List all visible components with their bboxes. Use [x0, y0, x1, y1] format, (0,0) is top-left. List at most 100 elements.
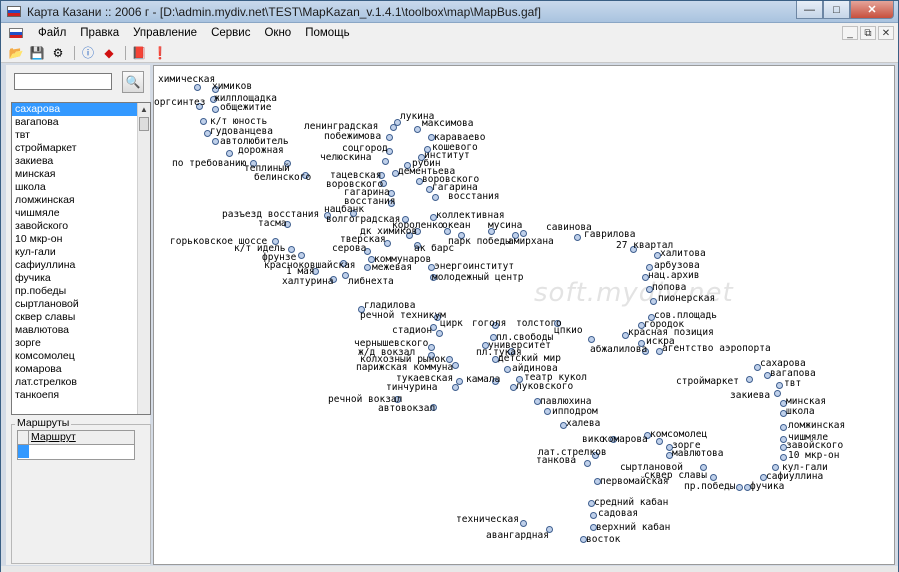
stop-label[interactable]: камала [466, 374, 501, 385]
stop-label[interactable]: арбузова [654, 260, 700, 271]
stop-label[interactable]: агентство аэропорта [662, 343, 771, 354]
stop-label[interactable]: кошевого [432, 142, 478, 153]
stop-marker-icon[interactable] [200, 118, 207, 125]
stop-label[interactable]: красноковшайская [264, 260, 356, 271]
stop-label[interactable]: нацбанк [324, 204, 365, 215]
stop-label[interactable]: вагапова [770, 368, 816, 379]
stop-label[interactable]: амирхана [508, 236, 554, 247]
stop-marker-icon[interactable] [760, 474, 767, 481]
stop-marker-icon[interactable] [780, 400, 787, 407]
list-item[interactable]: комарова [15, 363, 62, 375]
stop-label[interactable]: жилплощадка [214, 93, 277, 104]
stop-label[interactable]: теплиный [244, 163, 290, 174]
stop-marker-icon[interactable] [666, 452, 673, 459]
menu-window[interactable]: Окно [264, 27, 292, 39]
stop-marker-icon[interactable] [394, 119, 401, 126]
stop-label[interactable]: разъезд восстания [222, 209, 320, 220]
stop-marker-icon[interactable] [404, 162, 411, 169]
stop-marker-icon[interactable] [534, 398, 541, 405]
alert-icon[interactable]: ❗ [152, 45, 168, 60]
stop-marker-icon[interactable] [638, 340, 645, 347]
stop-marker-icon[interactable] [414, 126, 421, 133]
list-item[interactable]: кул-гали [15, 246, 56, 258]
stop-marker-icon[interactable] [226, 150, 233, 157]
stop-marker-icon[interactable] [780, 444, 787, 451]
stop-marker-icon[interactable] [196, 103, 203, 110]
scroll-thumb[interactable] [139, 117, 149, 131]
stop-marker-icon[interactable] [644, 432, 651, 439]
stop-label[interactable]: танкова [536, 455, 577, 466]
stop-label[interactable]: волгоградская [326, 214, 401, 225]
stop-label[interactable]: 1 мая [286, 266, 315, 277]
find-button[interactable]: 🔍 [122, 71, 144, 93]
stop-label[interactable]: побежимова [324, 131, 382, 142]
stop-marker-icon[interactable] [456, 378, 463, 385]
stop-marker-icon[interactable] [364, 248, 371, 255]
stop-label[interactable]: луковского [516, 381, 574, 392]
stop-marker-icon[interactable] [646, 286, 653, 293]
stop-label[interactable]: океан [442, 220, 471, 231]
stop-marker-icon[interactable] [330, 276, 337, 283]
stop-marker-icon[interactable] [394, 396, 401, 403]
minimize-button[interactable]: — [796, 1, 823, 19]
stop-marker-icon[interactable] [342, 272, 349, 279]
stop-label[interactable]: тинчурина [386, 382, 438, 393]
stop-marker-icon[interactable] [546, 526, 553, 533]
stop-marker-icon[interactable] [288, 246, 295, 253]
stop-label[interactable]: молодежный центр [432, 272, 524, 283]
stop-marker-icon[interactable] [736, 484, 743, 491]
stop-marker-icon[interactable] [554, 320, 561, 327]
stop-marker-icon[interactable] [482, 342, 489, 349]
stop-label[interactable]: восстания [448, 191, 500, 202]
stop-marker-icon[interactable] [428, 134, 435, 141]
stop-marker-icon[interactable] [642, 348, 649, 355]
stop-label[interactable]: сахарова [760, 358, 806, 369]
list-item[interactable]: минская [15, 168, 56, 180]
stop-label[interactable]: университет [488, 340, 551, 351]
stop-marker-icon[interactable] [574, 234, 581, 241]
stop-label[interactable]: первомайская [600, 476, 669, 487]
stop-label[interactable]: техническая [456, 514, 519, 525]
stop-label[interactable]: ак барс [414, 243, 455, 254]
stop-label[interactable]: тасма [258, 218, 287, 229]
stop-label[interactable]: ломжинская [788, 420, 846, 431]
stop-label[interactable]: халитова [660, 248, 706, 259]
stop-label[interactable]: ипподром [552, 406, 598, 417]
stop-label[interactable]: по требованию [172, 158, 247, 169]
stop-marker-icon[interactable] [430, 324, 437, 331]
stop-marker-icon[interactable] [746, 376, 753, 383]
stop-label[interactable]: пл.тукая [476, 347, 522, 358]
stop-label[interactable]: попова [652, 282, 687, 293]
stop-marker-icon[interactable] [272, 238, 279, 245]
stop-marker-icon[interactable] [592, 452, 599, 459]
stop-marker-icon[interactable] [656, 438, 663, 445]
stop-label[interactable]: искра [646, 336, 675, 347]
stop-label[interactable]: мусина [488, 220, 523, 231]
stop-marker-icon[interactable] [430, 274, 437, 281]
stop-marker-icon[interactable] [772, 464, 779, 471]
stop-marker-icon[interactable] [402, 216, 409, 223]
stop-marker-icon[interactable] [492, 378, 499, 385]
stop-marker-icon[interactable] [424, 146, 431, 153]
route-cell[interactable] [29, 445, 134, 458]
stop-marker-icon[interactable] [340, 260, 347, 267]
list-item[interactable]: лат.стрелков [15, 376, 77, 388]
stop-label[interactable]: халтурина [282, 276, 334, 287]
stop-label[interactable]: автолюбитель [220, 136, 289, 147]
table-row[interactable] [18, 445, 134, 458]
stop-label[interactable]: сов.площадь [654, 310, 717, 321]
stop-label[interactable]: гагарина [344, 187, 390, 198]
document-flag-icon[interactable] [9, 28, 23, 38]
stop-label[interactable]: сыртлановой [620, 462, 683, 473]
stop-marker-icon[interactable] [774, 390, 781, 397]
stop-label[interactable]: институт [424, 150, 470, 161]
stop-marker-icon[interactable] [416, 178, 423, 185]
stop-marker-icon[interactable] [588, 336, 595, 343]
menu-file[interactable]: Файл [38, 27, 67, 39]
stop-marker-icon[interactable] [776, 382, 783, 389]
stop-label[interactable]: коллективная [436, 210, 505, 221]
stop-label[interactable]: мавлютова [672, 448, 724, 459]
stop-marker-icon[interactable] [444, 228, 451, 235]
stop-marker-icon[interactable] [428, 352, 435, 359]
